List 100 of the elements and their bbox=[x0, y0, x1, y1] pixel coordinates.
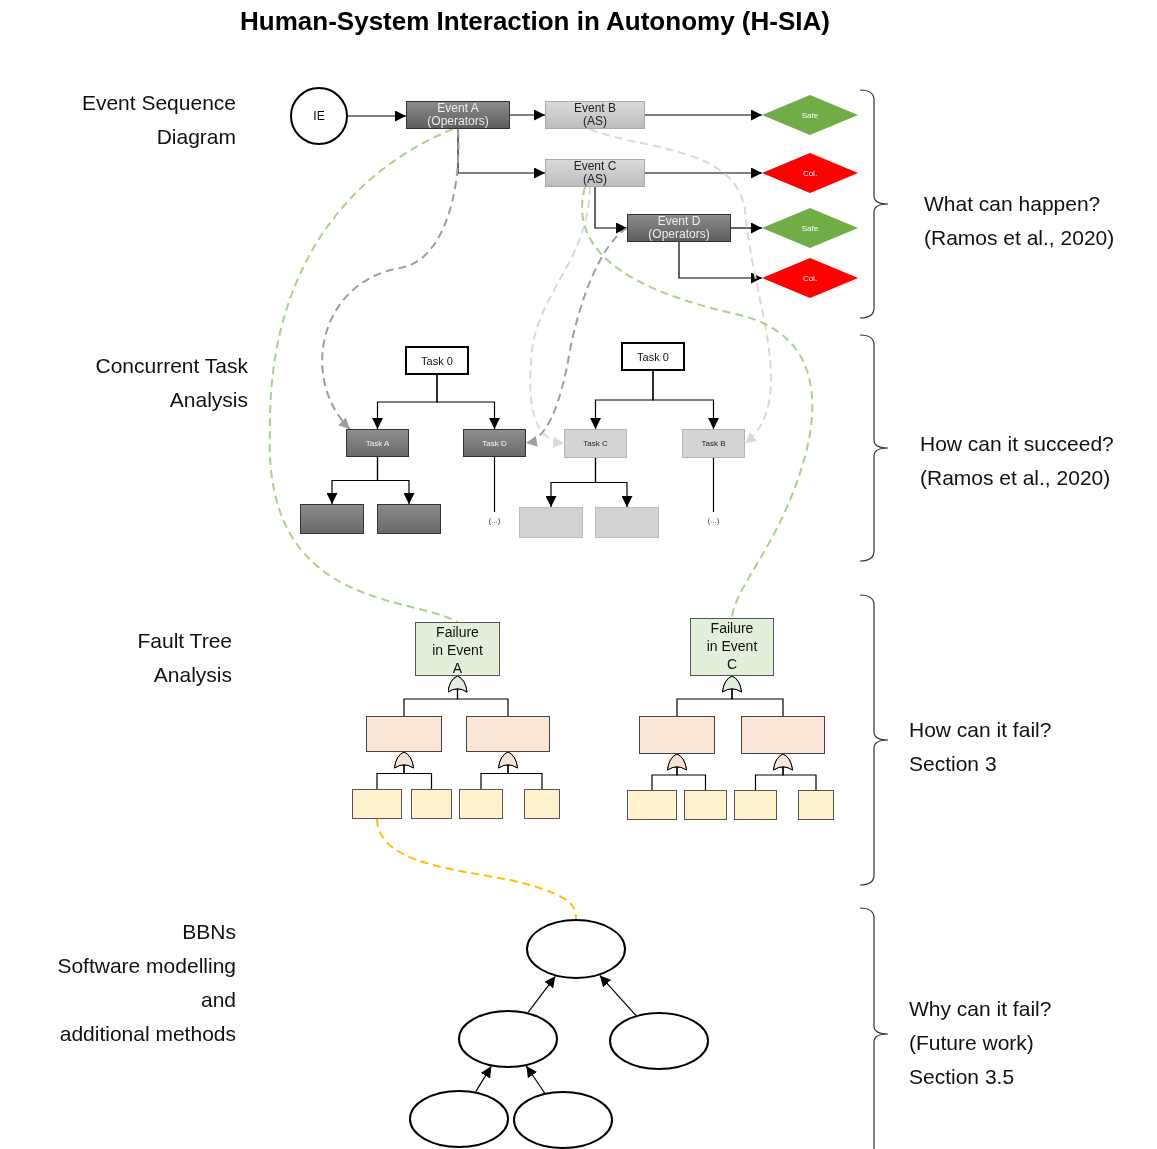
section-label: How can it fail? bbox=[909, 717, 1053, 743]
arrow bbox=[594, 457, 633, 508]
basic-event-box bbox=[411, 789, 452, 819]
subtask-box bbox=[595, 507, 659, 538]
node-label: Event C (AS) bbox=[572, 160, 618, 186]
arrow bbox=[376, 456, 415, 505]
arrow bbox=[599, 974, 637, 1016]
initiating-event-circle bbox=[290, 87, 348, 145]
arrow bbox=[525, 1065, 546, 1094]
gate-connector bbox=[667, 753, 707, 791]
outcome-diamond bbox=[762, 208, 858, 248]
intermediate-event-box bbox=[466, 716, 550, 752]
node-label: IE bbox=[313, 109, 325, 123]
node-label: Failure in Event C bbox=[705, 619, 759, 673]
diagram-title: Human-System Interaction in Autonomy (H-SIA) bbox=[239, 6, 831, 37]
event-box bbox=[545, 159, 645, 187]
gate-connector bbox=[498, 751, 543, 790]
section-label: What can happen? bbox=[924, 191, 1102, 217]
section-label: BBNs bbox=[181, 919, 236, 945]
intermediate-event-box bbox=[366, 716, 442, 752]
dashed-link bbox=[589, 128, 772, 445]
intermediate-event-box bbox=[639, 716, 715, 754]
task-box bbox=[463, 429, 526, 457]
gate-connector bbox=[773, 753, 817, 791]
gate-connector bbox=[447, 675, 509, 717]
dashed-link bbox=[269, 128, 459, 623]
gate-connector bbox=[394, 751, 433, 790]
node-label: Failure in Event A bbox=[431, 623, 484, 677]
connector-line bbox=[712, 457, 715, 513]
node-label: Safe bbox=[801, 223, 819, 233]
basic-event-box bbox=[627, 790, 677, 820]
dashed-link bbox=[581, 186, 814, 619]
arrow bbox=[730, 222, 763, 234]
arrow bbox=[652, 370, 719, 430]
dashed-link bbox=[525, 227, 628, 446]
task-box bbox=[682, 429, 745, 458]
node-label: Event D (Operators) bbox=[647, 215, 711, 241]
task-box bbox=[405, 346, 469, 375]
node-label: Task B bbox=[701, 439, 726, 448]
top-event-box bbox=[415, 622, 500, 676]
node-label: Event A (Operators) bbox=[426, 102, 490, 128]
gate-connector bbox=[722, 675, 784, 717]
outcome-diamond bbox=[762, 258, 858, 298]
section-label: Section 3.5 bbox=[909, 1064, 1016, 1090]
bbn-node-ellipse bbox=[409, 1090, 509, 1148]
arrow bbox=[527, 975, 556, 1014]
task-box bbox=[346, 429, 409, 457]
section-label: Why can it fail? bbox=[909, 996, 1053, 1022]
section-label: and bbox=[199, 987, 236, 1013]
task-box bbox=[564, 429, 627, 458]
section-label: (Future work) bbox=[909, 1030, 1035, 1056]
bbn-node-ellipse bbox=[513, 1091, 613, 1149]
ellipsis-text: (...) bbox=[480, 512, 509, 528]
top-event-box bbox=[690, 618, 774, 676]
dashed-link bbox=[321, 128, 460, 430]
section-label: Software modelling bbox=[56, 953, 236, 979]
section-label: Concurrent Task Analysis bbox=[94, 353, 248, 413]
basic-event-box bbox=[798, 790, 834, 820]
node-label: Col. bbox=[802, 273, 818, 283]
arrow bbox=[594, 186, 628, 234]
arrow bbox=[644, 109, 763, 121]
arrow bbox=[347, 110, 407, 122]
basic-event-box bbox=[524, 789, 560, 819]
node-label: Task A bbox=[365, 438, 390, 448]
basic-event-box bbox=[684, 790, 727, 820]
dashed-link bbox=[529, 186, 591, 447]
bbn-node-ellipse bbox=[526, 919, 626, 979]
node-label: Task 0 bbox=[637, 350, 669, 363]
arrow bbox=[475, 1065, 492, 1093]
node-label: Event B (AS) bbox=[573, 102, 617, 128]
subtask-box bbox=[300, 504, 364, 534]
event-box bbox=[627, 214, 731, 242]
task-box bbox=[621, 342, 685, 371]
bbn-node-ellipse bbox=[609, 1012, 709, 1070]
basic-event-box bbox=[352, 789, 402, 819]
basic-event-box bbox=[734, 790, 777, 820]
outcome-diamond bbox=[762, 153, 858, 193]
basic-event-box bbox=[459, 789, 503, 819]
section-label: (Ramos et al., 2020) bbox=[920, 465, 1112, 491]
outcome-diamond bbox=[762, 95, 858, 135]
section-label: additional methods bbox=[58, 1021, 236, 1047]
arrow bbox=[644, 167, 763, 179]
bbn-node-ellipse bbox=[458, 1010, 558, 1068]
section-label: Fault Tree Analysis bbox=[136, 628, 232, 688]
intermediate-event-box bbox=[741, 716, 825, 754]
event-box bbox=[406, 101, 510, 129]
node-label: Task C bbox=[583, 439, 608, 448]
section-label: Section 3 bbox=[909, 751, 998, 777]
arrow bbox=[436, 374, 500, 430]
node-label: Task 0 bbox=[421, 354, 453, 367]
node-label: Col. bbox=[802, 168, 818, 178]
node-label: Task D bbox=[482, 438, 507, 448]
event-box bbox=[545, 101, 645, 129]
subtask-box bbox=[377, 504, 441, 534]
connector-line bbox=[493, 456, 496, 513]
arrow bbox=[509, 109, 546, 121]
subtask-box bbox=[519, 507, 583, 538]
arrow bbox=[678, 241, 763, 284]
ellipsis-text: (...) bbox=[699, 512, 728, 528]
section-label: Event Sequence Diagram bbox=[80, 90, 236, 150]
